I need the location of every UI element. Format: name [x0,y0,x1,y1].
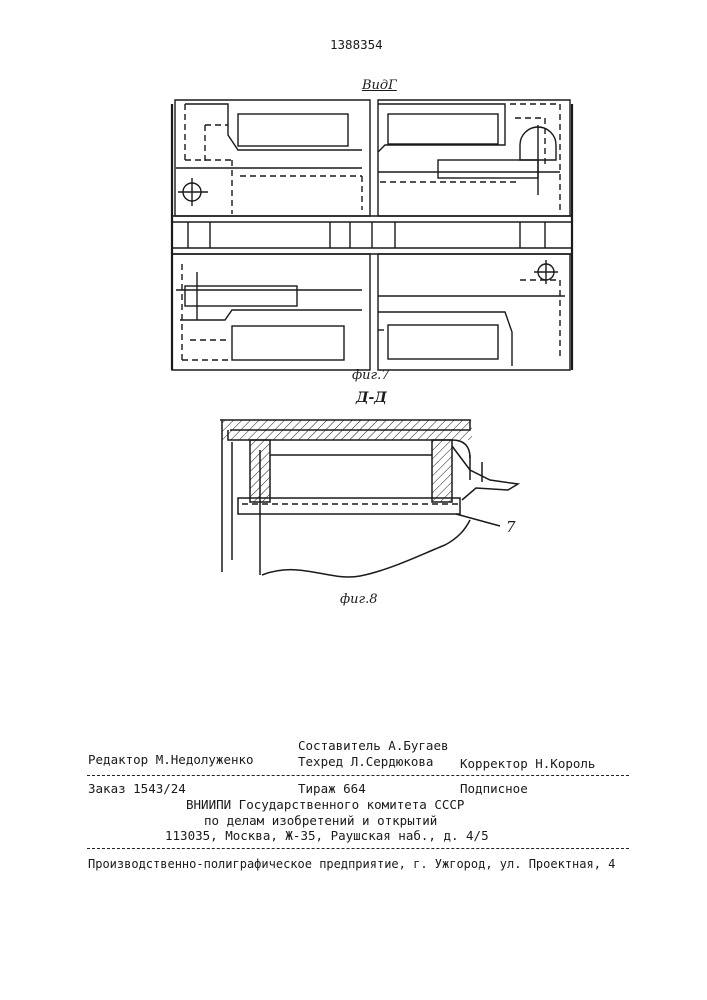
org-address: 113035, Москва, Ж-35, Раушская наб., д. … [165,829,489,843]
circulation-line: Тираж 664 [298,782,366,796]
editor-line: Редактор М.Недолуженко [88,753,254,767]
printer-line: Производственно-полиграфическое предприя… [88,857,615,871]
separator-top [87,775,629,776]
subscription-line: Подписное [460,782,528,796]
order-line: Заказ 1543/24 [88,782,186,796]
corrector-line: Корректор Н.Король [460,757,595,771]
techred-line: Техред Л.Сердюкова [298,755,433,769]
org-line-1: ВНИИПИ Государственного комитета СССР [186,798,464,812]
separator-bottom [87,848,629,849]
org-line-2: по делам изобретений и открытий [204,814,437,828]
compiler-line: Составитель А.Бугаев [298,739,449,753]
